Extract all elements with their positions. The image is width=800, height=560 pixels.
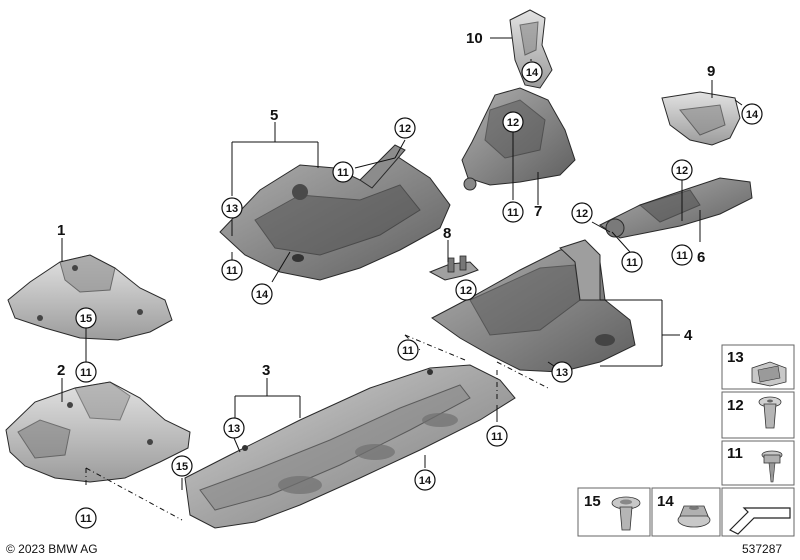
label-part-1: 1 [57, 222, 65, 239]
callout-12: 12 [394, 117, 416, 139]
svg-text:14: 14 [657, 493, 674, 510]
callout-12: 12 [671, 159, 693, 181]
callout-11: 11 [486, 425, 508, 447]
svg-text:12: 12 [460, 285, 472, 297]
label-part-2: 2 [57, 362, 65, 379]
svg-text:14: 14 [256, 289, 269, 301]
svg-text:15: 15 [80, 313, 92, 325]
push-clip-icon [611, 496, 641, 531]
part-7-shape [461, 87, 576, 191]
svg-text:11: 11 [491, 431, 503, 443]
svg-text:11: 11 [626, 257, 638, 269]
label-part-8: 8 [443, 225, 451, 242]
part-5-shape [219, 144, 451, 281]
callout-11: 11 [332, 161, 354, 183]
callout-11: 11 [75, 507, 97, 529]
expansion-rivet-icon [758, 396, 782, 429]
svg-text:12: 12 [576, 208, 588, 220]
part-4-shape [431, 239, 636, 373]
callout-13: 13 [221, 197, 243, 219]
label-part-9: 9 [707, 63, 715, 80]
part-6-shape [598, 177, 753, 239]
callout-12: 12 [502, 111, 524, 133]
callout-11: 11 [221, 259, 243, 281]
part-9-shape [661, 91, 741, 146]
label-part-4: 4 [684, 327, 693, 344]
legend-item-12: 12 [721, 391, 795, 439]
callouts: 15 15 11 11 11 11 11 11 11 11 11 12 12 1… [75, 61, 763, 529]
part-labels: 1 2 3 4 5 6 7 8 9 10 [57, 30, 715, 379]
svg-text:15: 15 [176, 461, 188, 473]
svg-text:12: 12 [727, 397, 744, 414]
legend-item-11: 11 [721, 440, 795, 486]
svg-text:12: 12 [399, 123, 411, 135]
callout-11: 11 [397, 339, 419, 361]
svg-text:14: 14 [419, 475, 432, 487]
label-part-7: 7 [534, 203, 542, 220]
svg-text:11: 11 [727, 445, 743, 462]
svg-text:13: 13 [727, 349, 744, 366]
callout-12: 12 [571, 202, 593, 224]
legend-item-15: 15 [577, 487, 651, 537]
svg-text:12: 12 [507, 117, 519, 129]
svg-text:14: 14 [526, 67, 539, 79]
svg-text:11: 11 [226, 265, 238, 277]
screw-icon [761, 450, 783, 483]
leader-lines [61, 37, 743, 521]
svg-text:11: 11 [80, 513, 92, 525]
svg-text:14: 14 [746, 109, 759, 121]
legend-item-14: 14 [651, 487, 721, 537]
part-8-shape [428, 255, 479, 281]
callout-11: 11 [621, 251, 643, 273]
svg-text:11: 11 [507, 207, 519, 219]
direction-arrow-icon [728, 507, 791, 535]
callout-13: 13 [551, 361, 573, 383]
svg-text:13: 13 [556, 367, 568, 379]
callout-14: 14 [521, 61, 543, 83]
part-1-shape [7, 254, 173, 341]
svg-text:11: 11 [676, 250, 688, 262]
callout-12: 12 [455, 279, 477, 301]
callout-11: 11 [75, 361, 97, 383]
callout-15: 15 [75, 307, 97, 329]
callout-15: 15 [171, 455, 193, 477]
callout-14: 14 [251, 283, 273, 305]
part-2-shape [5, 381, 191, 483]
label-part-6: 6 [697, 249, 705, 266]
svg-text:11: 11 [402, 345, 414, 357]
flange-nut-icon [677, 505, 711, 528]
callout-11: 11 [502, 201, 524, 223]
callout-11: 11 [671, 244, 693, 266]
svg-text:11: 11 [337, 167, 349, 179]
part-3-shape [184, 364, 516, 529]
legend-item-13: 13 [721, 344, 795, 390]
callout-13: 13 [223, 417, 245, 439]
label-part-3: 3 [262, 362, 270, 379]
svg-text:15: 15 [584, 493, 601, 510]
callout-14: 14 [741, 103, 763, 125]
svg-text:13: 13 [228, 423, 240, 435]
fastener-legend: 13 12 11 15 [577, 344, 795, 537]
svg-text:12: 12 [676, 165, 688, 177]
copyright-text: © 2023 BMW AG [6, 542, 98, 556]
callout-14: 14 [414, 469, 436, 491]
svg-text:11: 11 [80, 367, 92, 379]
svg-text:13: 13 [226, 203, 238, 215]
label-part-5: 5 [270, 107, 278, 124]
label-part-10: 10 [466, 30, 483, 47]
legend-arrow-box [721, 487, 795, 537]
diagram-id: 537287 [742, 542, 782, 556]
